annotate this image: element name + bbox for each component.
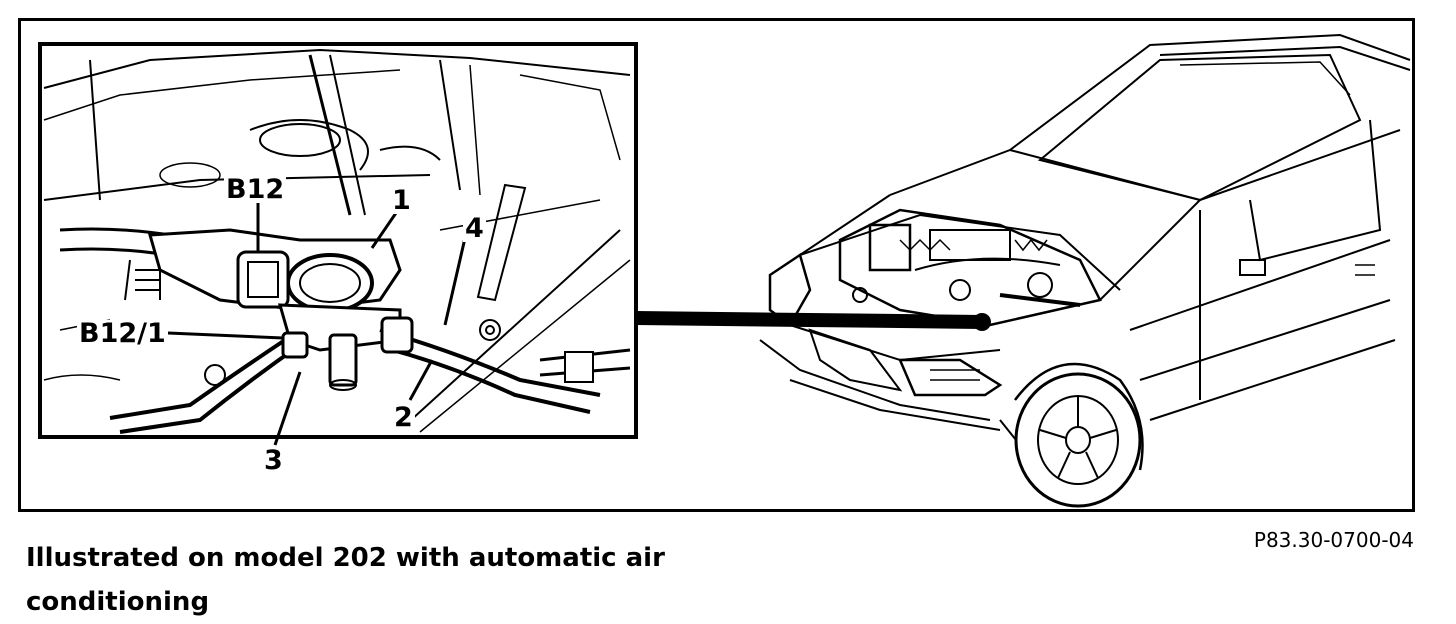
inset-detail [38,42,638,446]
connector-line [635,311,983,329]
callout-b12: B12 [224,174,287,205]
car-illustration [759,33,1411,508]
callout-1: 1 [390,185,413,216]
callout-3: 3 [262,445,285,476]
location-dot [973,313,991,331]
figure-caption: Illustrated on model 202 with automatic … [26,543,665,617]
callout-b12-1: B12/1 [77,318,168,349]
callout-4: 4 [463,213,486,244]
figure-id: P83.30-0700-04 [1253,528,1414,552]
callout-2: 2 [392,402,415,433]
